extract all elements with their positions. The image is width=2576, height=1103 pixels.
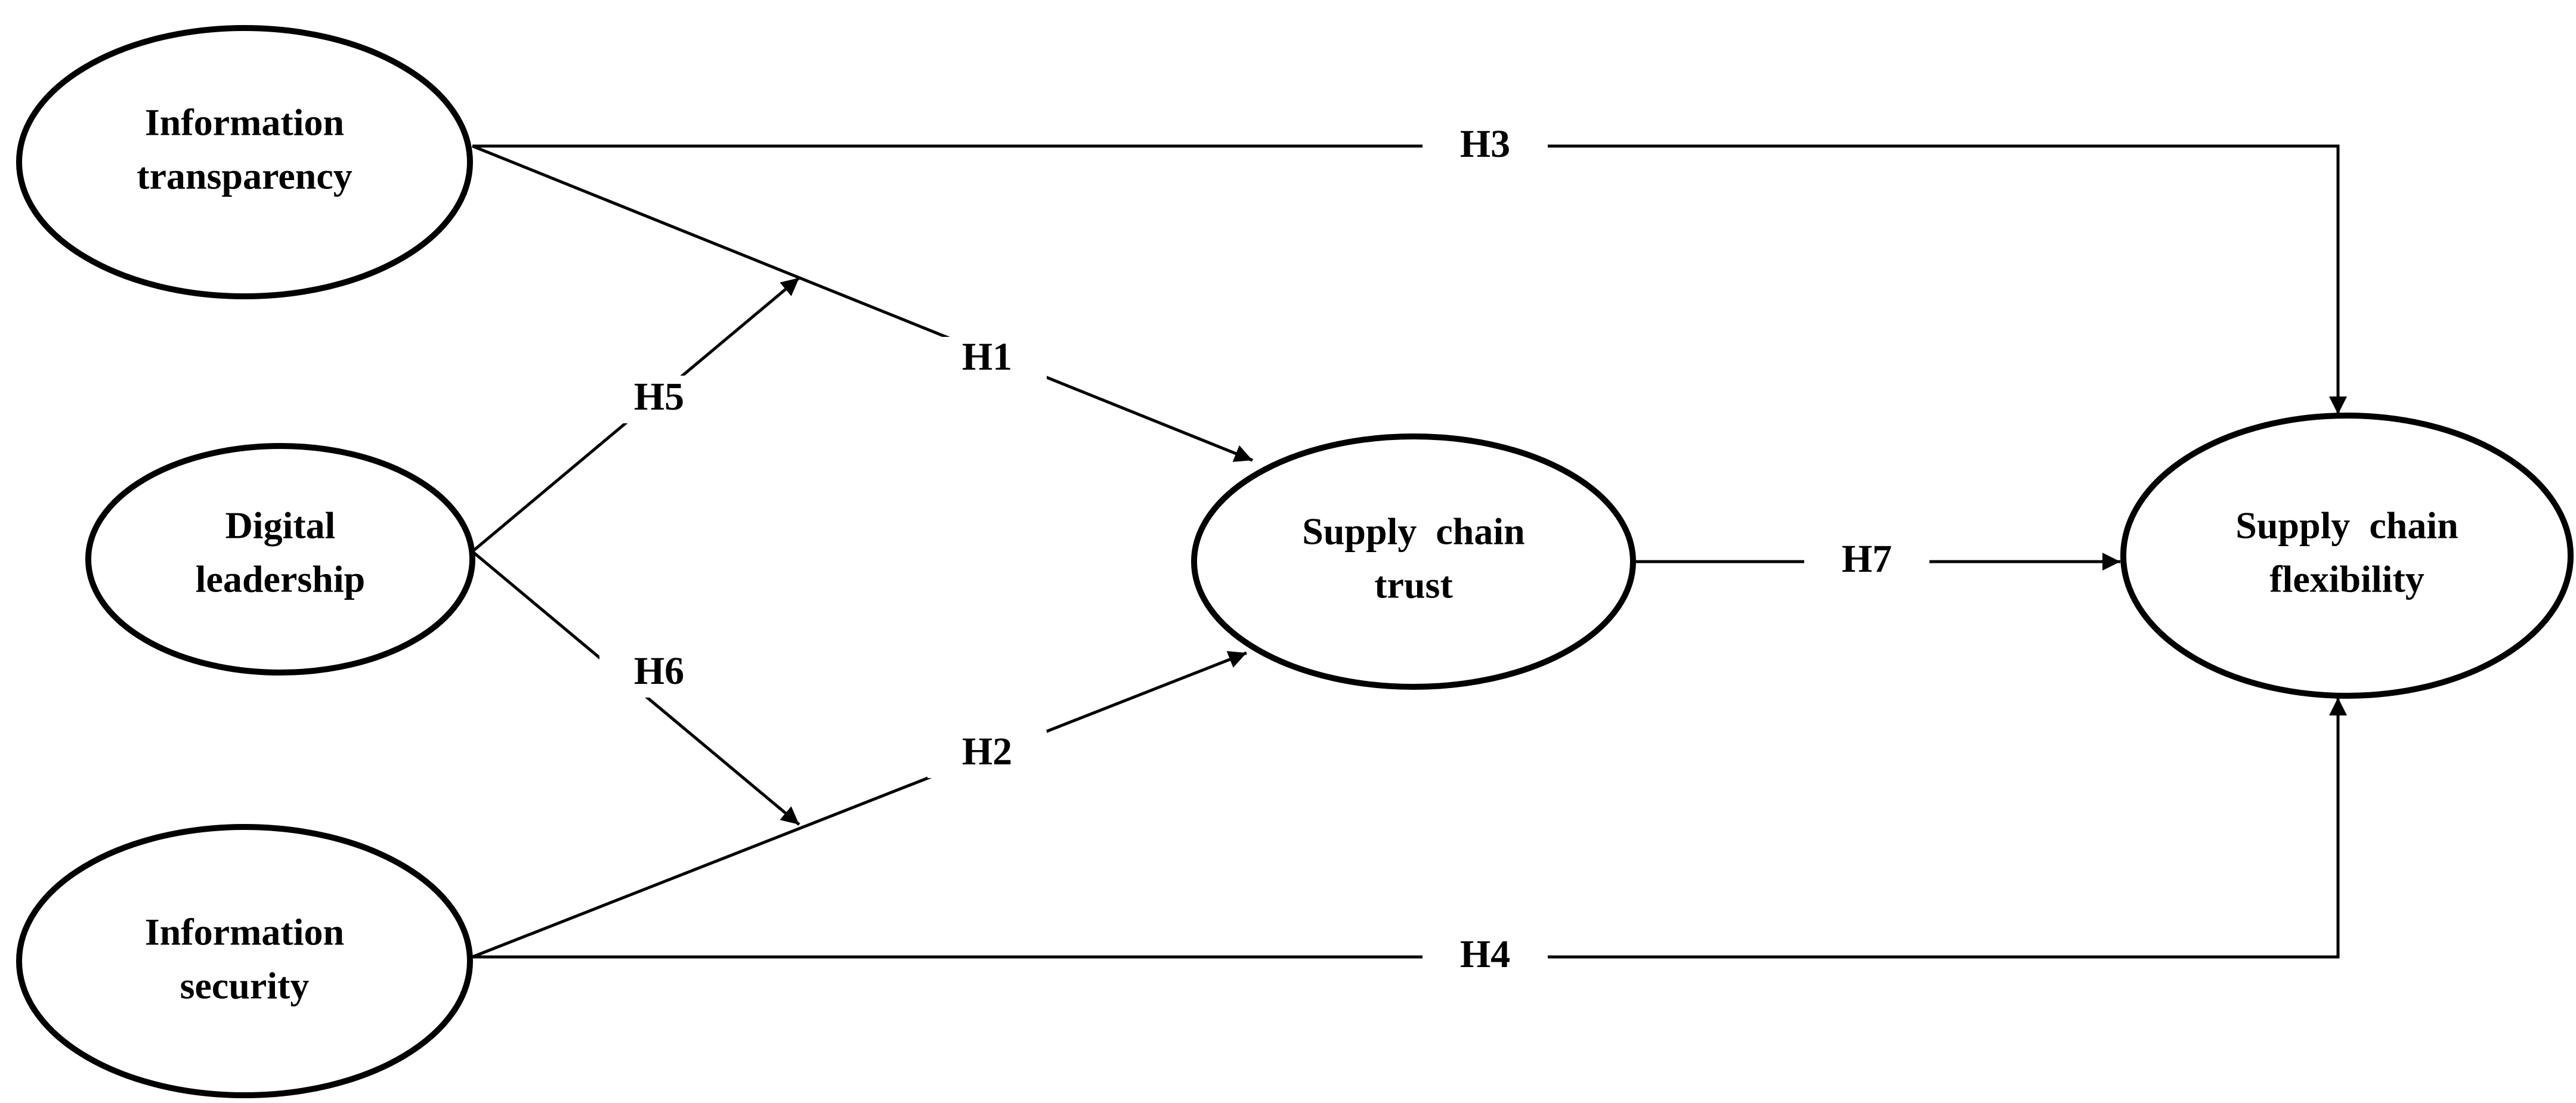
edge-h4-line: [472, 698, 2347, 959]
node-supply-chain-flexibility-line1: Supply chain: [2235, 504, 2459, 547]
node-information-transparency-line2: transparency: [137, 155, 352, 197]
node-information-transparency: Information transparency: [16, 25, 473, 299]
node-information-security: Information security: [16, 824, 473, 1098]
edge-label-h1: H1: [962, 335, 1012, 379]
node-information-security-line1: Information: [145, 911, 344, 953]
node-digital-leadership-line2: leadership: [196, 558, 365, 600]
edge-h3-line: [472, 144, 2347, 414]
edge-label-h3: H3: [1460, 122, 1510, 166]
edge-h2-line: [472, 651, 1247, 959]
node-supply-chain-flexibility-line2: flexibility: [2269, 558, 2425, 600]
edge-label-h7: H7: [1842, 537, 1892, 581]
node-digital-leadership: Digital leadership: [85, 443, 475, 676]
edge-label-h2: H2: [962, 730, 1012, 773]
edge-label-h4: H4: [1460, 932, 1510, 976]
node-information-security-line2: security: [180, 965, 310, 1007]
edge-label-h6: H6: [634, 649, 684, 693]
node-supply-chain-trust-line1: Supply chain: [1302, 510, 1525, 553]
node-supply-chain-trust-line2: trust: [1374, 564, 1453, 606]
edge-labels: H3 H1 H2 H4 H5 H6 H7: [599, 122, 1929, 981]
node-digital-leadership-line1: Digital: [225, 504, 336, 547]
edge-label-h5: H5: [634, 375, 684, 419]
node-information-transparency-line1: Information: [145, 101, 344, 144]
node-supply-chain-flexibility: Supply chain flexibility: [2120, 413, 2574, 699]
node-supply-chain-trust: Supply chain trust: [1191, 433, 1636, 690]
edge-h1-line: [472, 144, 1253, 462]
